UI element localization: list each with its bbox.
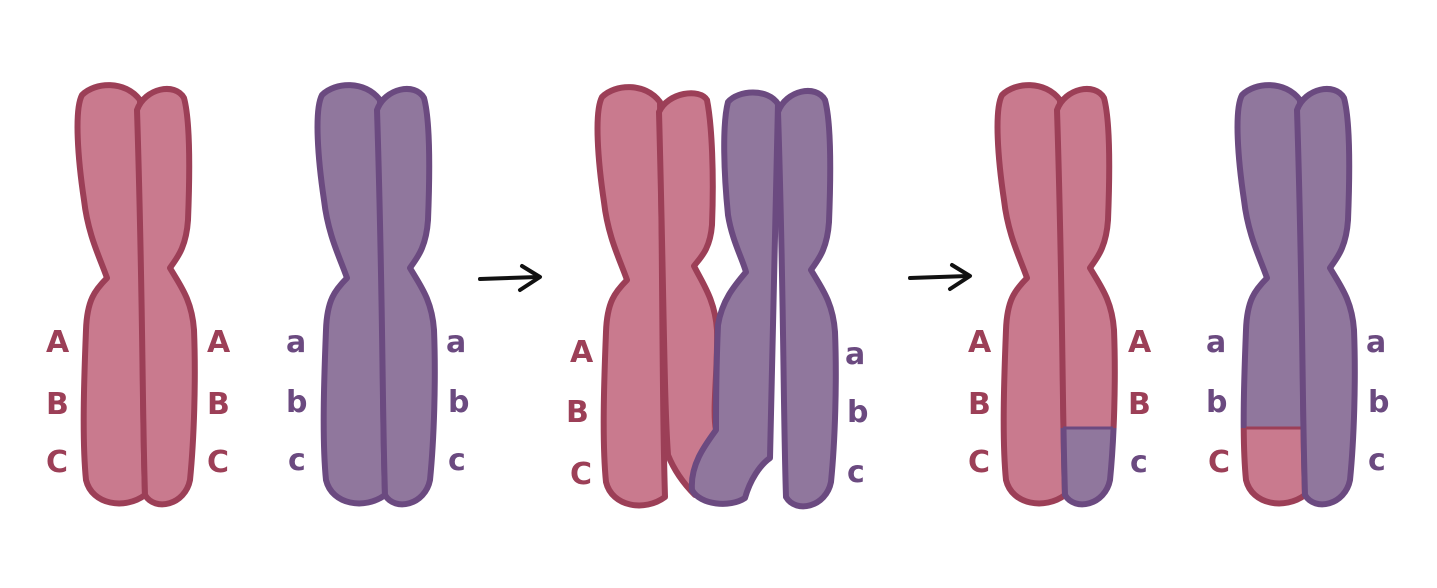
stage3-purple-right-chromatid <box>1297 89 1355 504</box>
stage2-purple-left-chromatid <box>688 89 781 507</box>
stage2-pink-chromosome <box>598 87 665 505</box>
gene-label: c <box>288 443 306 478</box>
gene-label: A <box>968 325 992 360</box>
gene-label: A <box>207 325 231 360</box>
gene-label: B <box>1128 387 1151 422</box>
gene-label: b <box>448 385 469 420</box>
gene-label: c <box>448 443 466 478</box>
arrow-right-icon <box>478 264 542 292</box>
stage3-pink-labels: A B C A B c <box>968 325 1152 480</box>
gene-label: C <box>207 445 229 480</box>
stage1-pink-chromosome <box>78 85 195 504</box>
stage3-purple-recombinant-chromatid <box>1238 85 1305 503</box>
gene-label: B <box>207 387 230 422</box>
stage3-pink-chromosome <box>998 85 1065 503</box>
gene-label: B <box>566 395 589 430</box>
gene-label: a <box>845 337 865 372</box>
stage2-purple-right-chromatid <box>778 91 836 506</box>
gene-label: B <box>46 387 69 422</box>
gene-label: A <box>46 325 70 360</box>
gene-label: C <box>968 445 990 480</box>
gene-label: b <box>1206 385 1227 420</box>
stage1-purple-labels: a b c a b c <box>286 325 469 478</box>
gene-label: c <box>1368 443 1386 478</box>
gene-label: b <box>1368 385 1389 420</box>
gene-label: c <box>1130 445 1148 480</box>
stage2-pink-right-chromatid <box>656 90 721 498</box>
gene-label: B <box>968 387 991 422</box>
stage3-purple-labels: a b C a b c <box>1206 325 1389 480</box>
gene-label: a <box>286 325 306 360</box>
stage2-labels: A B C a b c <box>566 335 868 492</box>
gene-label: a <box>446 325 466 360</box>
gene-label: a <box>1206 325 1226 360</box>
arrow-right-icon <box>908 263 972 291</box>
gene-label: b <box>286 385 307 420</box>
stage1-pink-labels: A B C A B C <box>46 325 231 480</box>
gene-label: C <box>46 445 68 480</box>
gene-label: c <box>847 455 865 490</box>
stage1-purple-chromosome <box>318 85 435 504</box>
gene-label: C <box>570 457 592 492</box>
gene-label: C <box>1208 445 1230 480</box>
gene-label: b <box>847 395 868 430</box>
gene-label: A <box>1128 325 1152 360</box>
gene-label: a <box>1366 325 1386 360</box>
gene-label: A <box>570 335 594 370</box>
stage3-pink-recombinant-segment <box>1057 89 1115 504</box>
